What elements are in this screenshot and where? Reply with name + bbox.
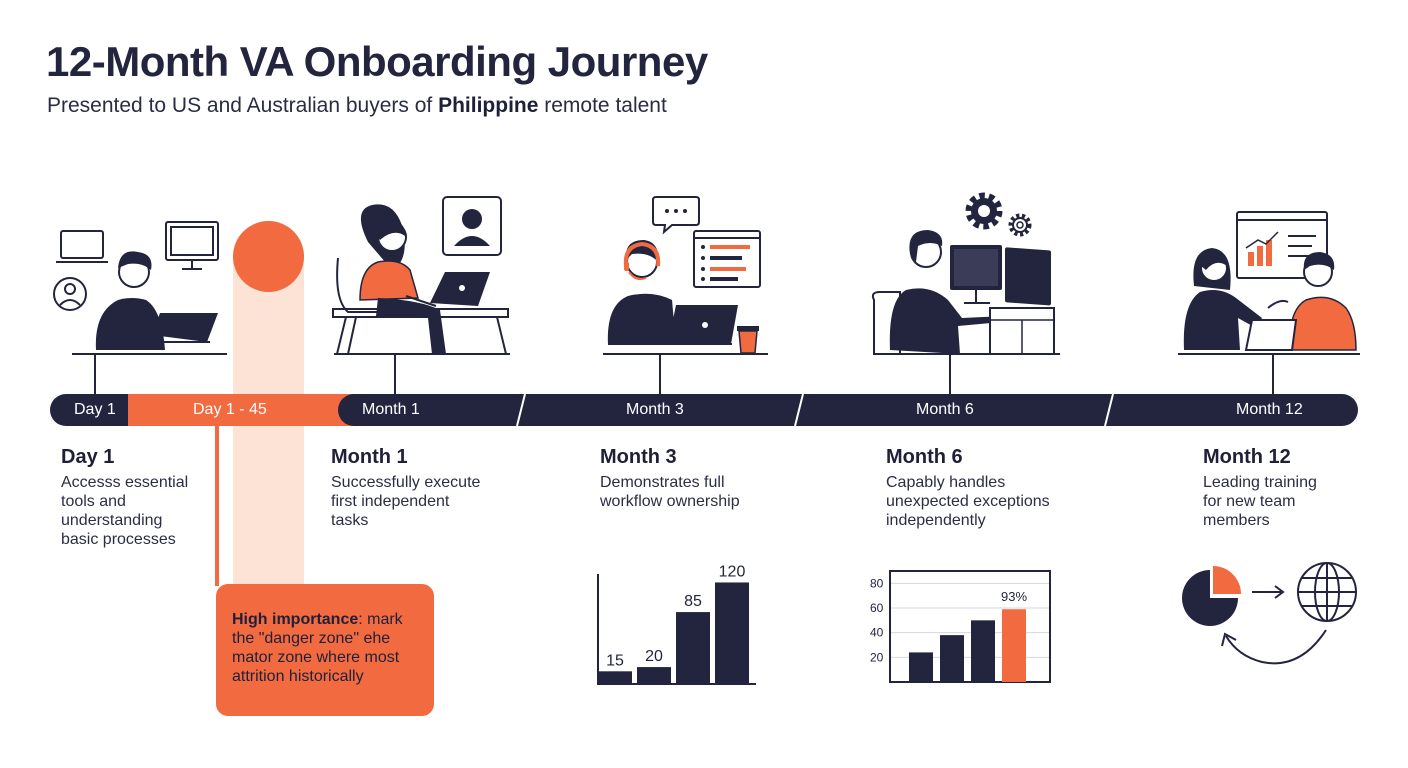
stage-title: Month 6 [886, 446, 963, 468]
dual-monitors [950, 245, 1051, 306]
month12-illustration [1178, 211, 1360, 355]
timeline-track [50, 394, 1358, 426]
stage-month6: Month 6 Capably handles unexpected excep… [886, 446, 1050, 530]
desc-line: tools and [61, 493, 126, 510]
callout-line-2: the "danger zone" ehe [232, 630, 391, 647]
chart-bar [715, 582, 749, 684]
stage-month12: Month 12 Leading training for new team m… [1203, 446, 1317, 530]
desc-line: Leading training [1203, 474, 1317, 491]
bar-data-label: 85 [684, 593, 702, 610]
support-agent [607, 240, 738, 345]
person-at-laptop [95, 251, 218, 350]
chart-bar [598, 671, 632, 684]
gear-icon [965, 192, 1003, 230]
month3-bar-chart: 15 20 85 120 [597, 563, 756, 685]
subtitle-highlight: Philippine [438, 94, 539, 117]
desc-line: Capably handles [886, 474, 1006, 491]
danger-zone-callout: High importance: mark the "danger zone" … [216, 584, 434, 716]
trainer [1183, 248, 1262, 350]
desc-line: workflow ownership [600, 493, 740, 510]
chat-bubble-icon [652, 196, 700, 235]
stage-description: Accesss essential tools and understandin… [61, 473, 188, 549]
stage-title: Month 3 [600, 446, 677, 468]
profile-icon [454, 209, 490, 246]
stage-day1: Day 1 Accesss essential tools and unders… [61, 446, 188, 549]
pie-chart-icon [1182, 566, 1241, 626]
globe-icon [1297, 562, 1357, 622]
desc-line: Successfully execute [331, 474, 481, 491]
stage-description: Leading training for new team members [1203, 473, 1317, 530]
danger-zone-pointer [215, 426, 219, 586]
page-subtitle: Presented to US and Australian buyers of… [47, 94, 667, 118]
desc-line: for new team [1203, 493, 1296, 510]
desc-line: first independent [331, 493, 450, 510]
callout-line-1: : mark [358, 611, 403, 628]
month6-bar-chart: 20 40 60 80 93% [870, 570, 1051, 683]
callout-line-4: attrition historically [232, 668, 364, 685]
y-tick-label: 40 [870, 626, 884, 640]
bar-data-label: 15 [606, 652, 624, 669]
stage-month1: Month 1 Successfully execute first indep… [331, 446, 480, 530]
stage-title: Month 1 [331, 446, 408, 468]
monitor-icon [165, 221, 219, 270]
day1-illustration [53, 221, 227, 355]
stage-description: Demonstrates full workflow ownership [600, 473, 740, 511]
chart-axes [597, 574, 756, 685]
chart-bar [1002, 609, 1026, 682]
coffee-cup-icon [737, 326, 759, 354]
subtitle-text-start: Presented to US and Australian buyers of [47, 94, 439, 117]
bar-data-label: 120 [719, 563, 746, 580]
trainee [1244, 252, 1357, 351]
chart-bar [676, 612, 710, 684]
danger-zone-marker [233, 221, 304, 292]
bar-data-label: 93% [1001, 589, 1027, 604]
desc-line: members [1203, 512, 1270, 529]
y-tick-label: 60 [870, 601, 884, 615]
month3-illustration [603, 196, 768, 355]
stage-title: Month 12 [1203, 446, 1291, 468]
growth-cycle-diagram [1182, 562, 1357, 665]
worker-at-desk [871, 230, 1055, 355]
stage-description: Successfully execute first independent t… [331, 473, 480, 530]
timeline-label-day1-45: Day 1 - 45 [193, 401, 267, 418]
chart-bar [971, 620, 995, 682]
chart-bar [940, 635, 964, 682]
desc-line: understanding [61, 512, 163, 529]
timeline-connectors [94, 355, 1274, 394]
timeline-label-month12: Month 12 [1236, 401, 1303, 418]
page-title: 12-Month VA Onboarding Journey [46, 38, 708, 85]
callout-emphasis: High importance [232, 611, 359, 628]
laptop-icon [56, 230, 108, 263]
desc-line: tasks [331, 512, 369, 529]
subtitle-text-end: remote talent [538, 94, 667, 117]
stage-month3: Month 3 Demonstrates full workflow owner… [600, 446, 740, 511]
month6-illustration [871, 192, 1060, 355]
desc-line: Accesss essential [61, 474, 189, 491]
desc-line: basic processes [61, 531, 176, 548]
woman-at-laptop [359, 204, 490, 354]
chart-bar [909, 652, 933, 682]
callout-line-3: mator zone where most [232, 649, 400, 666]
desc-line: Demonstrates full [600, 474, 725, 491]
month1-illustration [332, 196, 510, 355]
desc-line: independently [886, 512, 986, 529]
timeline-label-month6: Month 6 [916, 401, 974, 418]
timeline-label-month1: Month 1 [362, 401, 420, 418]
arrow-right-icon [1252, 585, 1285, 599]
chart-bar [637, 667, 671, 684]
timeline-label-day1: Day 1 [74, 401, 116, 418]
cycle-arrow-icon [1221, 629, 1327, 665]
desc-line: unexpected exceptions [886, 493, 1050, 510]
timeline-label-month3: Month 3 [626, 401, 684, 418]
stage-title: Day 1 [61, 446, 115, 468]
task-list-window [693, 230, 761, 288]
y-tick-label: 80 [870, 576, 884, 590]
y-tick-label: 20 [870, 650, 884, 664]
gear-small-icon [1008, 213, 1032, 237]
user-avatar-icon [53, 277, 87, 311]
stage-description: Capably handles unexpected exceptions in… [886, 473, 1050, 530]
bar-data-label: 20 [645, 648, 663, 665]
